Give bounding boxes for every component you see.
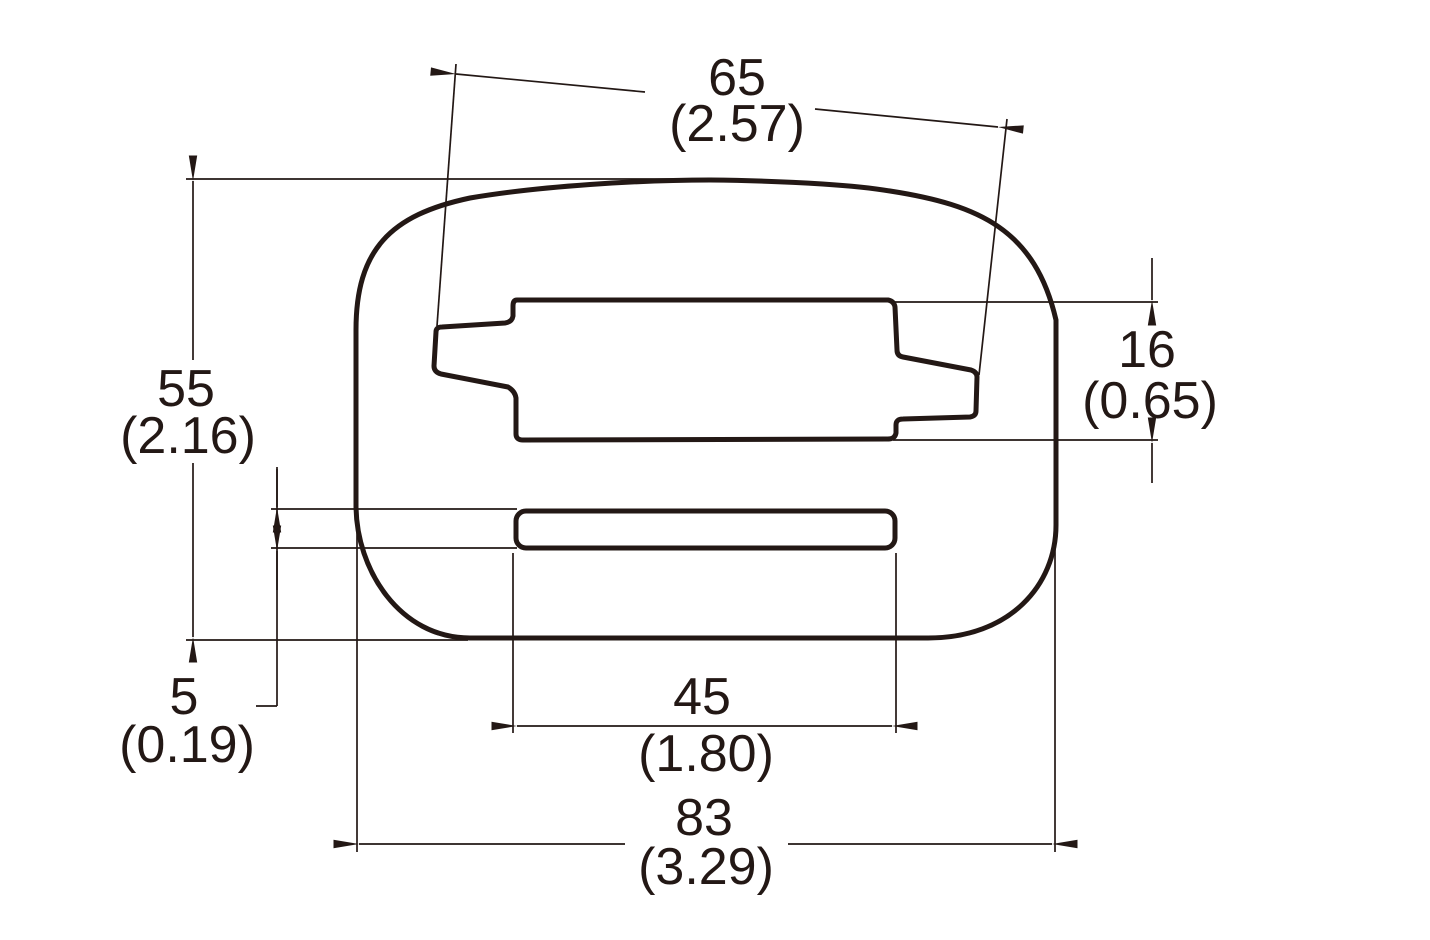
- lower-web-slot: [513, 508, 898, 551]
- dim-65-value: 65: [708, 49, 766, 107]
- dim-65-line-left: [430, 67, 646, 93]
- dim-55-inches: (2.16): [120, 407, 256, 465]
- buckle-outline: [353, 177, 1059, 641]
- dim-5-inches: (0.19): [119, 716, 255, 774]
- dim-83-value: 83: [675, 789, 733, 847]
- dim-55-value: 55: [157, 360, 215, 418]
- dim-5-value: 5: [170, 668, 199, 726]
- upper-web-slot: [431, 297, 980, 443]
- dim-16-value: 16: [1118, 321, 1176, 379]
- dim-65-inches: (2.57): [669, 95, 805, 153]
- dim-65-line-right: [814, 108, 1024, 134]
- dim-16-inches: (0.65): [1082, 372, 1218, 430]
- dim-65-ext-left: [436, 63, 457, 327]
- dim-45-inches: (1.80): [638, 725, 774, 783]
- dim-83-inches: (3.29): [638, 838, 774, 896]
- dim-65-ext-right: [978, 118, 1008, 376]
- dim-45-value: 45: [673, 668, 731, 726]
